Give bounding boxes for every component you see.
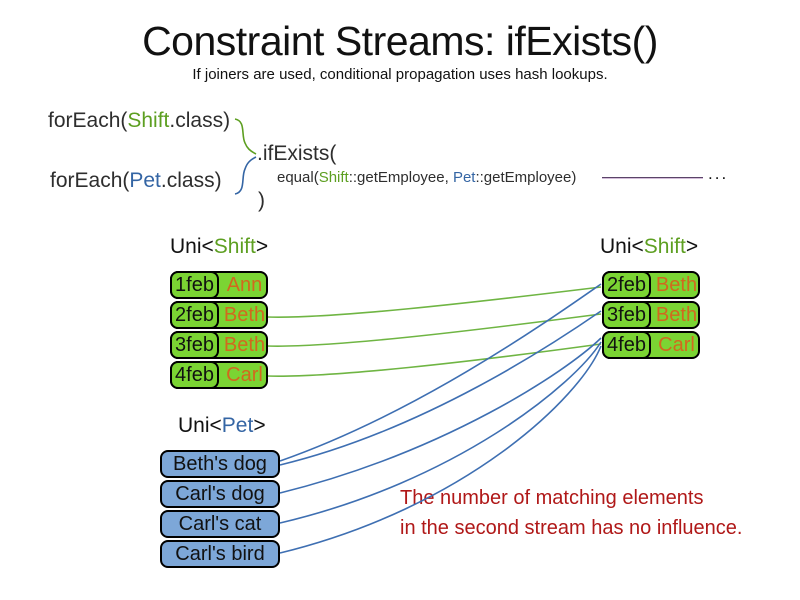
- left-shift-row-4feb: 4feb Carl: [170, 361, 268, 389]
- code-equal-right-suffix: ::getEmployee): [475, 169, 577, 186]
- shift-date-cell: 4feb: [170, 361, 219, 389]
- influence-note-line1: The number of matching elements: [400, 487, 704, 509]
- shift-date-cell: 4feb: [602, 331, 651, 359]
- left-stream-label-type: Shift: [213, 235, 256, 258]
- shift-employee-cell: Beth: [655, 303, 698, 326]
- ellipsis-text: ...: [708, 164, 729, 183]
- left-shift-row-1feb: 1feb Ann: [170, 271, 268, 299]
- pet-stream-label-suffix: >: [253, 414, 266, 437]
- code-equal-shift-token: Shift: [318, 169, 349, 186]
- match-line-beths-dog-2feb: [279, 283, 602, 462]
- code-foreach-pet-suffix: .class): [160, 169, 222, 192]
- right-shift-row-2feb: 2feb Beth: [602, 271, 700, 299]
- shift-employee-cell: Carl: [658, 333, 695, 356]
- shift-employee-cell: Carl: [226, 363, 263, 386]
- code-ifexists: .ifExists(: [257, 142, 337, 165]
- pet-row-carls-dog: Carl's dog: [160, 480, 280, 508]
- left-stream-label: Uni<Shift>: [170, 235, 268, 259]
- code-shift-class-token: Shift: [127, 109, 170, 132]
- influence-note-line2: in the second stream has no influence.: [400, 517, 743, 539]
- shift-date-cell: 2feb: [170, 301, 219, 329]
- pet-row-carls-bird: Carl's bird: [160, 540, 280, 568]
- pet-stream-label-type: Pet: [221, 414, 254, 437]
- right-stream-label-prefix: Uni<: [600, 235, 644, 258]
- code-equal-prefix: equal(: [277, 169, 319, 186]
- left-shift-row-2feb: 2feb Beth: [170, 301, 268, 329]
- brace-icon: [234, 118, 257, 195]
- code-foreach-shift-prefix: forEach(: [48, 109, 128, 132]
- shift-employee-cell: Beth: [223, 303, 266, 326]
- pet-stream-label-prefix: Uni<: [178, 414, 222, 437]
- shift-employee-cell: Beth: [655, 273, 698, 296]
- right-shift-row-3feb: 3feb Beth: [602, 301, 700, 329]
- code-foreach-shift: forEach(Shift.class): [48, 109, 230, 133]
- right-stream-label-suffix: >: [685, 235, 699, 258]
- right-stream-label: Uni<Shift>: [600, 235, 698, 259]
- shift-employee-cell: Ann: [226, 273, 263, 296]
- code-close-paren: ): [258, 189, 265, 212]
- match-line-shift-4feb: [266, 343, 602, 377]
- shift-date-cell: 3feb: [170, 331, 219, 359]
- influence-note: The number of matching elements in the s…: [400, 483, 742, 543]
- code-foreach-pet-prefix: forEach(: [50, 169, 130, 192]
- code-equal-joiner: equal(Shift::getEmployee, Pet::getEmploy…: [277, 169, 576, 186]
- shift-date-cell: 3feb: [602, 301, 651, 329]
- page-title: Constraint Streams: ifExists(): [142, 18, 658, 64]
- right-shift-row-4feb: 4feb Carl: [602, 331, 700, 359]
- pet-stream-label: Uni<Pet>: [178, 414, 266, 438]
- code-equal-left-suffix: ::getEmployee,: [348, 169, 453, 186]
- match-line-carls-cat-4feb: [279, 341, 602, 524]
- pet-row-beths-dog: Beth's dog: [160, 450, 280, 478]
- code-pet-class-token: Pet: [129, 169, 161, 192]
- match-line-shift-2feb: [266, 286, 602, 318]
- match-line-carls-bird-4feb: [279, 345, 602, 554]
- pet-row-carls-cat: Carl's cat: [160, 510, 280, 538]
- match-line-shift-3feb: [266, 313, 602, 347]
- match-line-beths-dog-3feb: [279, 310, 602, 466]
- left-stream-label-suffix: >: [255, 235, 269, 258]
- left-stream-label-prefix: Uni<: [170, 235, 214, 258]
- code-equal-pet-token: Pet: [452, 169, 476, 186]
- page-subtitle: If joiners are used, conditional propaga…: [192, 66, 608, 83]
- code-foreach-pet: forEach(Pet.class): [50, 169, 222, 193]
- right-stream-label-type: Shift: [643, 235, 686, 258]
- shift-employee-cell: Beth: [223, 333, 266, 356]
- code-foreach-shift-suffix: .class): [169, 109, 231, 132]
- left-shift-row-3feb: 3feb Beth: [170, 331, 268, 359]
- shift-date-cell: 1feb: [170, 271, 219, 299]
- match-line-carls-dog-4feb: [279, 337, 602, 494]
- shift-date-cell: 2feb: [602, 271, 651, 299]
- equal-continuation-line: [602, 177, 703, 178]
